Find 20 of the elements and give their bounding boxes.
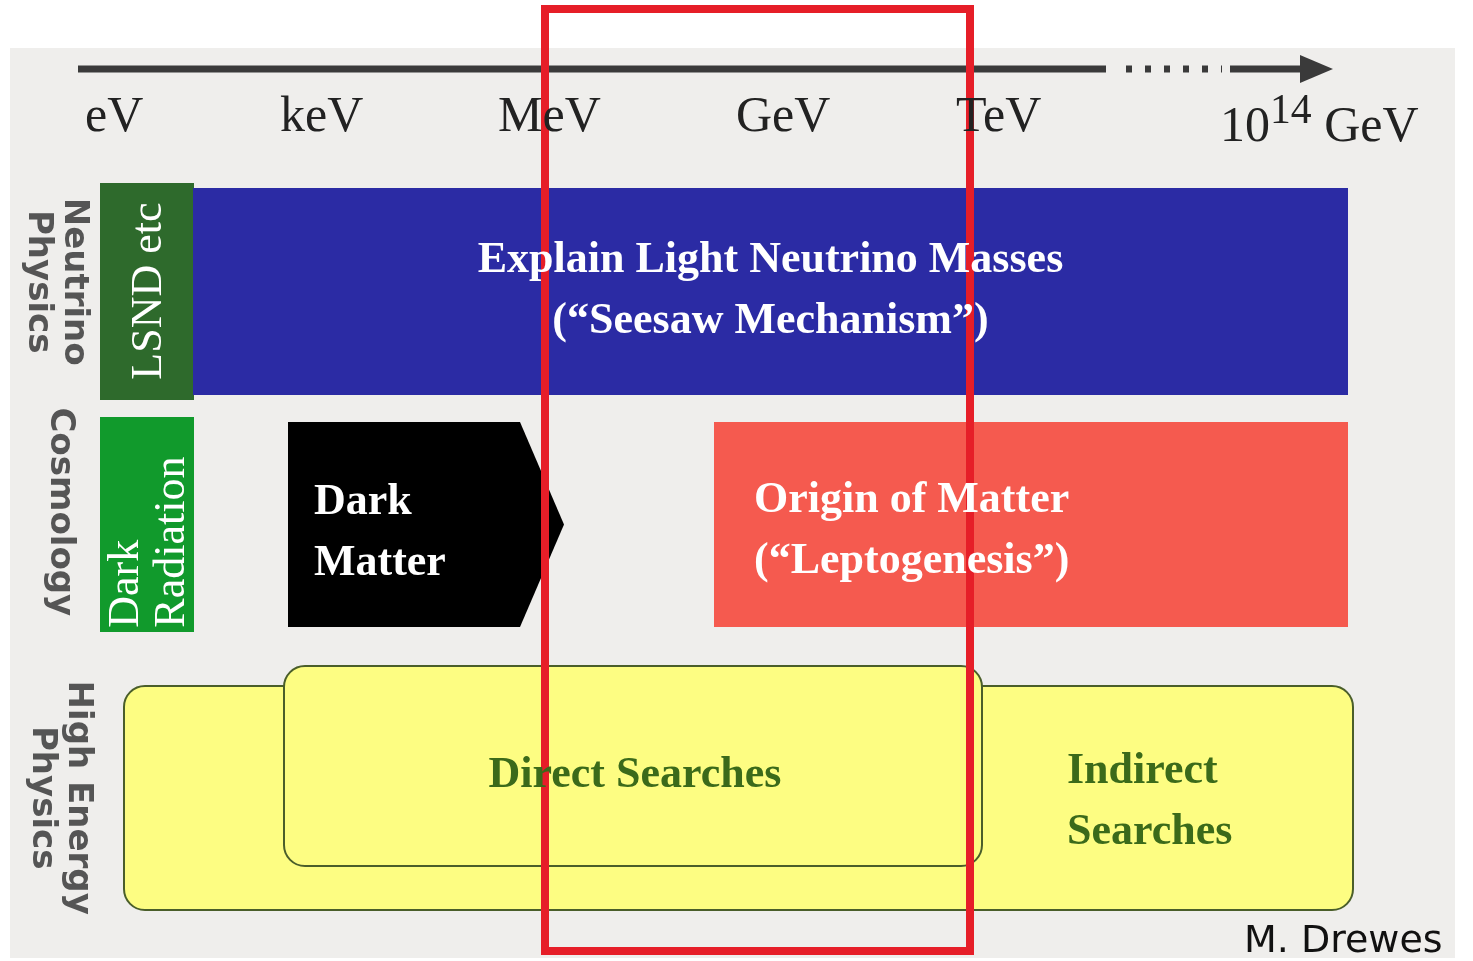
axis-tick-label: GeV (736, 88, 832, 141)
box-label: Dark Matter (314, 474, 447, 587)
axis-tick-label: 10$^{14}$ GeV (1220, 88, 1420, 151)
row-label: Cosmology (44, 406, 80, 619)
category-box (100, 183, 194, 400)
axis-tick-label: eV (85, 88, 145, 141)
box-label: LSND etc (123, 201, 171, 382)
axis-tick-label: keV (280, 88, 365, 141)
row-label: Neutrino Physics (22, 197, 94, 368)
box-label: Dark Radiation (100, 455, 194, 628)
rounded-box (283, 665, 983, 867)
category-box (100, 417, 194, 632)
category-box (193, 188, 1348, 395)
pentagon-arrow-box (288, 422, 564, 627)
box-label: Indirect Searches (1067, 743, 1234, 856)
box-subtext: (“Leptogenesis”) (754, 532, 1071, 585)
author-credit: M. Drewes (1244, 920, 1444, 960)
box-heading: Origin of Matter (754, 472, 1071, 524)
row-label: High Energy Physics (26, 679, 98, 918)
category-box (714, 422, 1348, 627)
